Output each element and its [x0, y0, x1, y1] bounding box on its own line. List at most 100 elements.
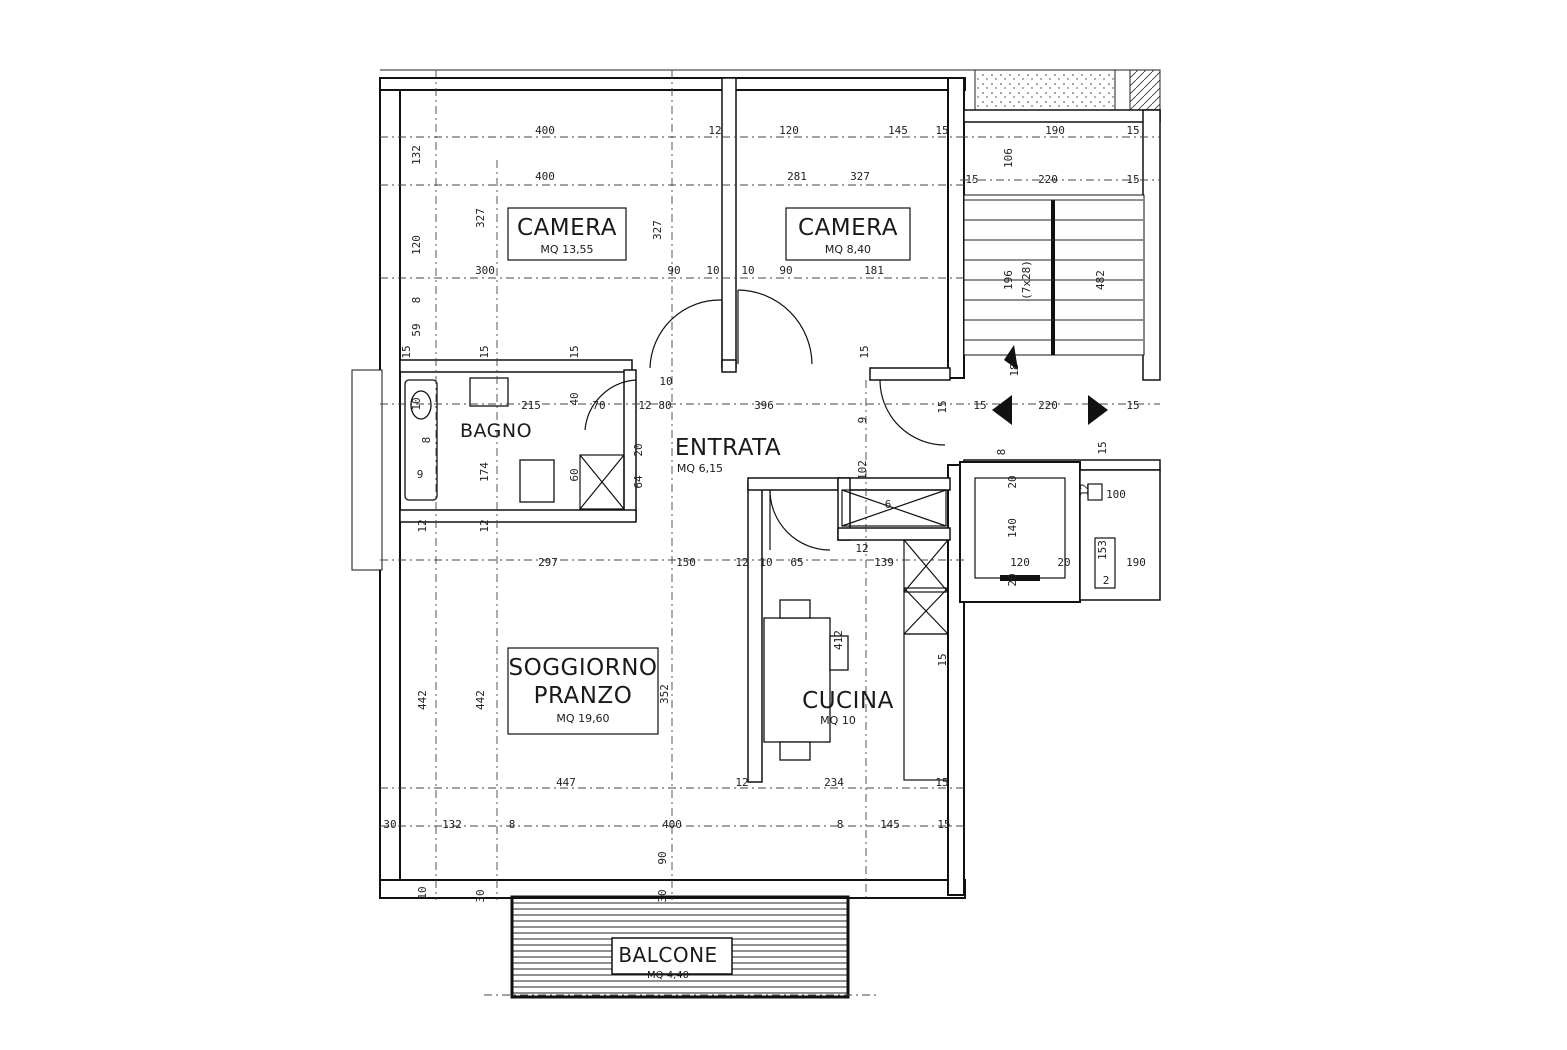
doors: [584, 289, 946, 551]
dim-label: 15: [400, 345, 413, 358]
dim-label: 90: [656, 851, 669, 864]
dim-label: 120: [410, 235, 423, 255]
balcone-name: BALCONE: [618, 943, 717, 967]
kitchen-fixtures: [763, 489, 949, 781]
dim-label: 297: [538, 556, 558, 569]
dimension-lines: [380, 70, 1160, 996]
dim-label: 352: [658, 684, 671, 704]
dim-label: 65: [790, 556, 803, 569]
dim-label: 70: [592, 399, 605, 412]
dim-label: 220: [1038, 399, 1058, 412]
dim-label: 20: [632, 443, 645, 456]
dim-label: 59: [410, 323, 423, 336]
dim-label: 120: [1010, 556, 1030, 569]
dim-label: 15: [1126, 124, 1139, 137]
internal-walls: [399, 77, 1161, 783]
bagno-name: BAGNO: [460, 420, 532, 442]
dim-label: 15: [1126, 173, 1139, 186]
dim-label: 10: [759, 556, 772, 569]
dim-label: 327: [651, 220, 664, 240]
camera1-name: CAMERA: [517, 215, 617, 241]
dim-label: 132: [410, 145, 423, 165]
dim-label: 12: [638, 399, 651, 412]
dim-label: 15: [935, 124, 948, 137]
neighbour-block: [380, 69, 1161, 111]
dim-label: 8: [995, 449, 1008, 456]
dim-label: 174: [478, 462, 491, 482]
dim-label: 190: [1126, 556, 1146, 569]
dim-label: 15: [965, 173, 978, 186]
dim-label: 300: [475, 264, 495, 277]
dim-label: 190: [1045, 124, 1065, 137]
camera2-area: MQ 8,40: [825, 243, 871, 256]
dim-label: 412: [832, 630, 845, 650]
dim-label: 80: [658, 399, 671, 412]
dimension-labels: 400 12 120 145 15 190 15 400 281 327 15 …: [383, 124, 1146, 903]
dim-label: 64: [632, 475, 645, 489]
dim-label: 10: [741, 264, 754, 277]
dim-label: 145: [880, 818, 900, 831]
dim-label: 12: [735, 556, 748, 569]
dim-label: 18: [1008, 363, 1021, 376]
dim-label: 20: [1006, 573, 1019, 586]
soggiorno-name-line2: PRANZO: [534, 683, 633, 709]
dim-label: 482: [1094, 270, 1107, 290]
staircase: [963, 194, 1145, 356]
dim-label: (7x28): [1020, 260, 1033, 300]
dim-label: 40: [568, 392, 581, 405]
dim-label: 30: [656, 889, 669, 902]
dim-label: 15: [568, 345, 581, 358]
dim-label: 400: [662, 818, 682, 831]
dim-label: 442: [474, 690, 487, 710]
bathroom-fixtures: [404, 377, 625, 510]
dim-label: 15: [478, 345, 491, 358]
dim-label: 8: [420, 437, 433, 444]
dim-label: 15: [935, 776, 948, 789]
dim-label: 12: [478, 519, 491, 532]
dim-label: 120: [779, 124, 799, 137]
dim-label: 20: [1057, 556, 1070, 569]
dim-label: 10: [659, 375, 672, 388]
dim-label: 10: [410, 397, 423, 410]
dim-label: 2: [1103, 574, 1110, 587]
dim-label: 400: [535, 170, 555, 183]
dim-label: 30: [383, 818, 396, 831]
dim-label: 150: [676, 556, 696, 569]
camera1-area: MQ 13,55: [540, 243, 593, 256]
dim-label: 447: [556, 776, 576, 789]
dim-label: 215: [521, 399, 541, 412]
dim-label: 153: [1096, 540, 1109, 560]
dim-label: 396: [754, 399, 774, 412]
dim-label: 9: [417, 468, 424, 481]
dim-label: 327: [850, 170, 870, 183]
dim-label: 281: [787, 170, 807, 183]
room-labels: CAMERA MQ 13,55 CAMERA MQ 8,40 BAGNO ENT…: [460, 215, 898, 981]
dim-label: 8: [410, 297, 423, 304]
dim-label: 15: [1126, 399, 1139, 412]
dim-label: 327: [474, 208, 487, 228]
dim-label: 12: [735, 776, 748, 789]
dim-label: 234: [824, 776, 844, 789]
balcony: [510, 895, 850, 999]
dim-label: 181: [864, 264, 884, 277]
dim-label: 102: [856, 460, 869, 480]
dim-label: 12: [416, 519, 429, 532]
entrata-name: ENTRATA: [675, 435, 781, 461]
dim-label: 220: [1038, 173, 1058, 186]
entrata-area: MQ 6,15: [677, 462, 723, 475]
balcone-area: MQ 4,40: [647, 970, 689, 981]
dim-label: 139: [874, 556, 894, 569]
dim-label: 90: [779, 264, 792, 277]
dim-label: 132: [442, 818, 462, 831]
dim-label: 12: [1078, 483, 1091, 496]
cucina-name: CUCINA: [802, 688, 894, 714]
dim-label: 15: [937, 818, 950, 831]
soggiorno-name-line1: SOGGIORNO: [508, 655, 657, 681]
dim-label: 8: [837, 818, 844, 831]
dim-label: 12: [855, 542, 868, 555]
dim-label: 15: [1096, 441, 1109, 454]
soggiorno-area: MQ 19,60: [556, 712, 609, 725]
dim-label: 100: [1106, 488, 1126, 501]
cucina-area: MQ 10: [820, 714, 856, 727]
